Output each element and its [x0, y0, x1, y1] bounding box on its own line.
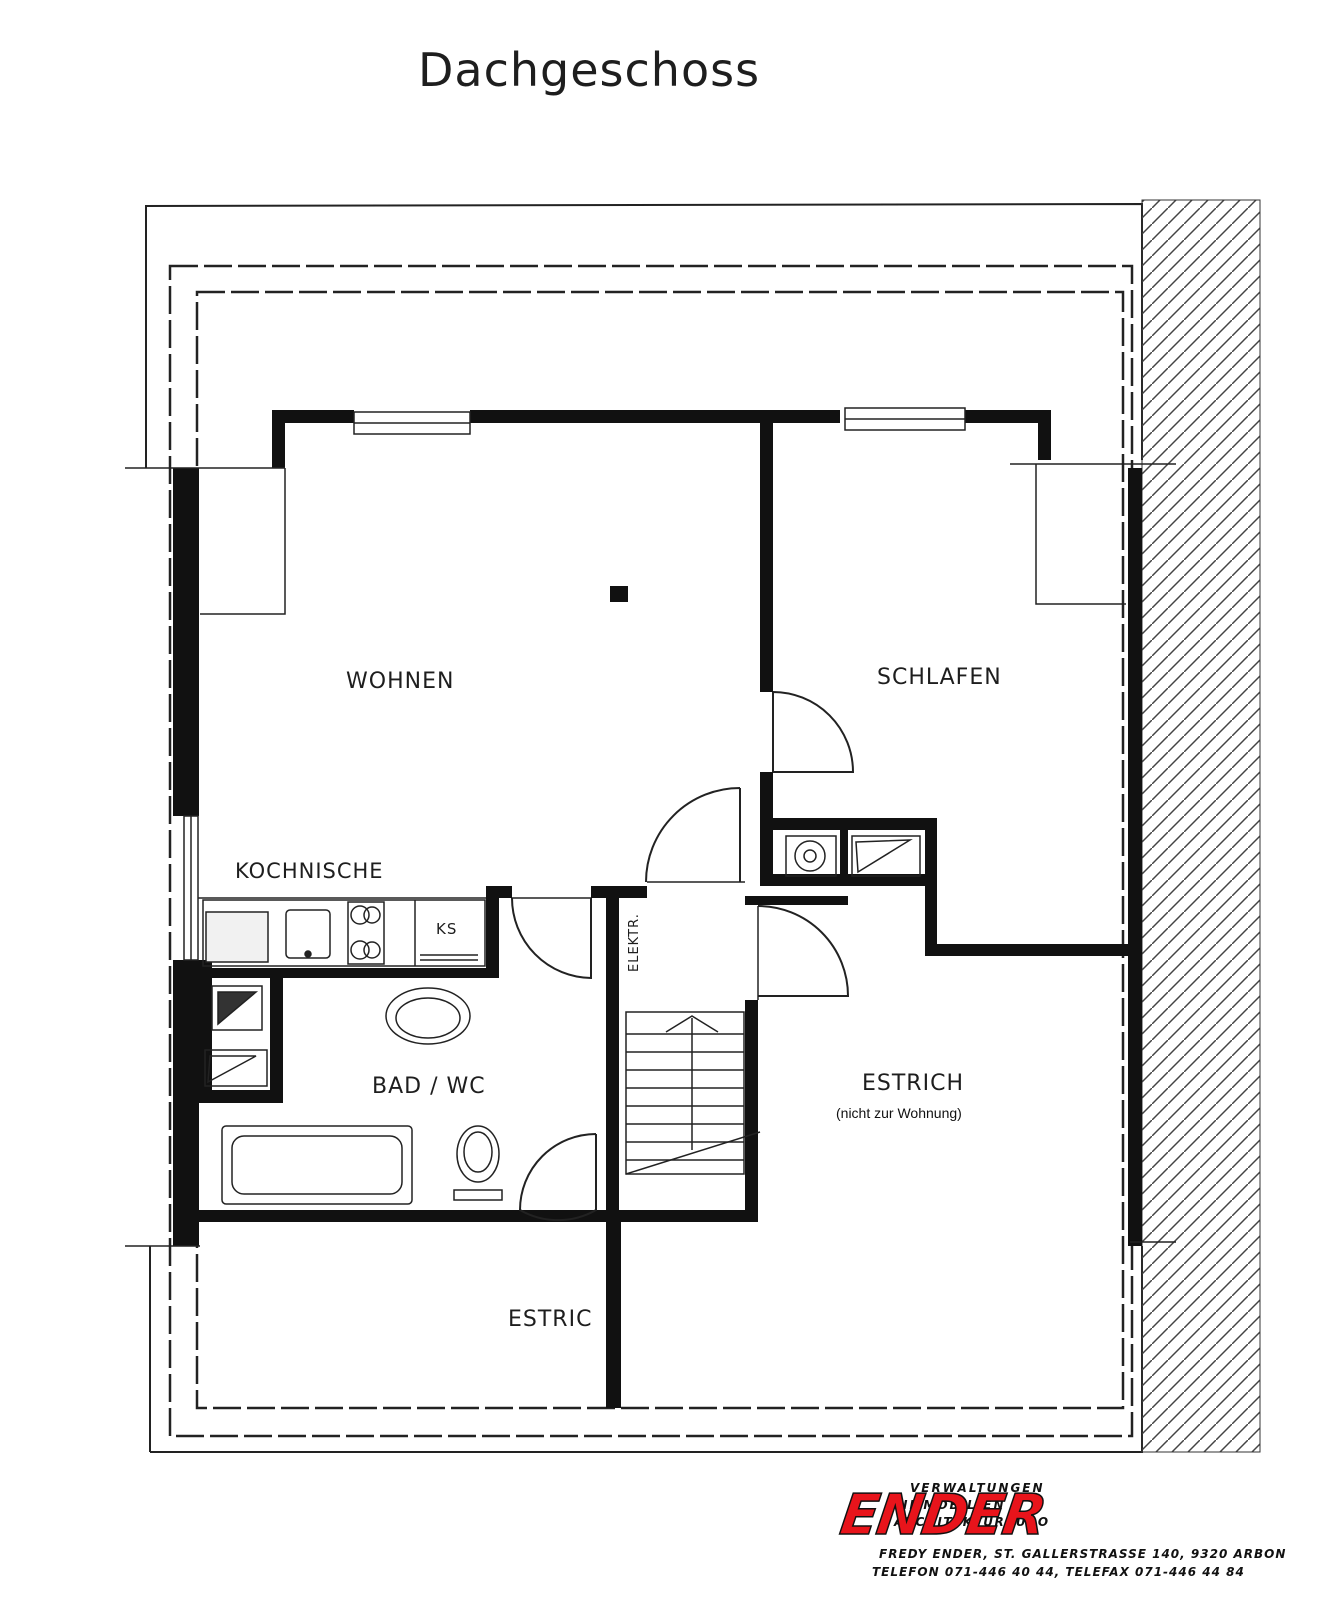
room-label-ks: KS — [436, 920, 457, 938]
staircase — [625, 1011, 761, 1175]
room-label-wohnen: WOHNEN — [346, 669, 454, 694]
chimney-shafts — [204, 835, 921, 1087]
room-note-estrich: (nicht zur Wohnung) — [836, 1105, 962, 1121]
neighbour-wall-hatch — [1141, 199, 1261, 1453]
brand-logo: ENDER — [836, 1483, 1048, 1548]
windows — [183, 407, 966, 961]
room-label-elektr: ELEKTR. — [627, 913, 642, 972]
ceiling-marker — [610, 586, 628, 602]
company-block: VERWALTUNGEN IMMOBILIEN ARCHITEKTURBÜRO … — [836, 1481, 1286, 1579]
bathroom-fixtures — [221, 987, 503, 1205]
company-line-verwaltungen: VERWALTUNGEN — [910, 1481, 1045, 1495]
company-address: FREDY ENDER, ST. GALLERSTRASSE 140, 9320… — [879, 1547, 1286, 1561]
thin-lines — [125, 463, 1176, 1247]
company-line-immobilien: IMMOBILIEN — [903, 1498, 1006, 1512]
plan-title: Dachgeschoss — [418, 43, 760, 97]
room-label-schlafen: SCHLAFEN — [877, 665, 1002, 690]
room-label-estrich: ESTRICH — [862, 1071, 964, 1096]
kitchen-counter — [202, 899, 486, 967]
company-line-architekturbuero: ARCHITEKTURBÜRO — [893, 1514, 1050, 1529]
room-label-estric-lower: ESTRIC — [508, 1307, 592, 1332]
company-phone: TELEFON 071-446 40 44, TELEFAX 071-446 4… — [872, 1565, 1245, 1579]
room-label-bad-wc: BAD / WC — [372, 1074, 486, 1099]
doors — [511, 691, 855, 1222]
walls — [173, 410, 1142, 1408]
roof-outline — [145, 202, 1143, 1453]
room-label-kochnische: KOCHNISCHE — [235, 859, 384, 883]
